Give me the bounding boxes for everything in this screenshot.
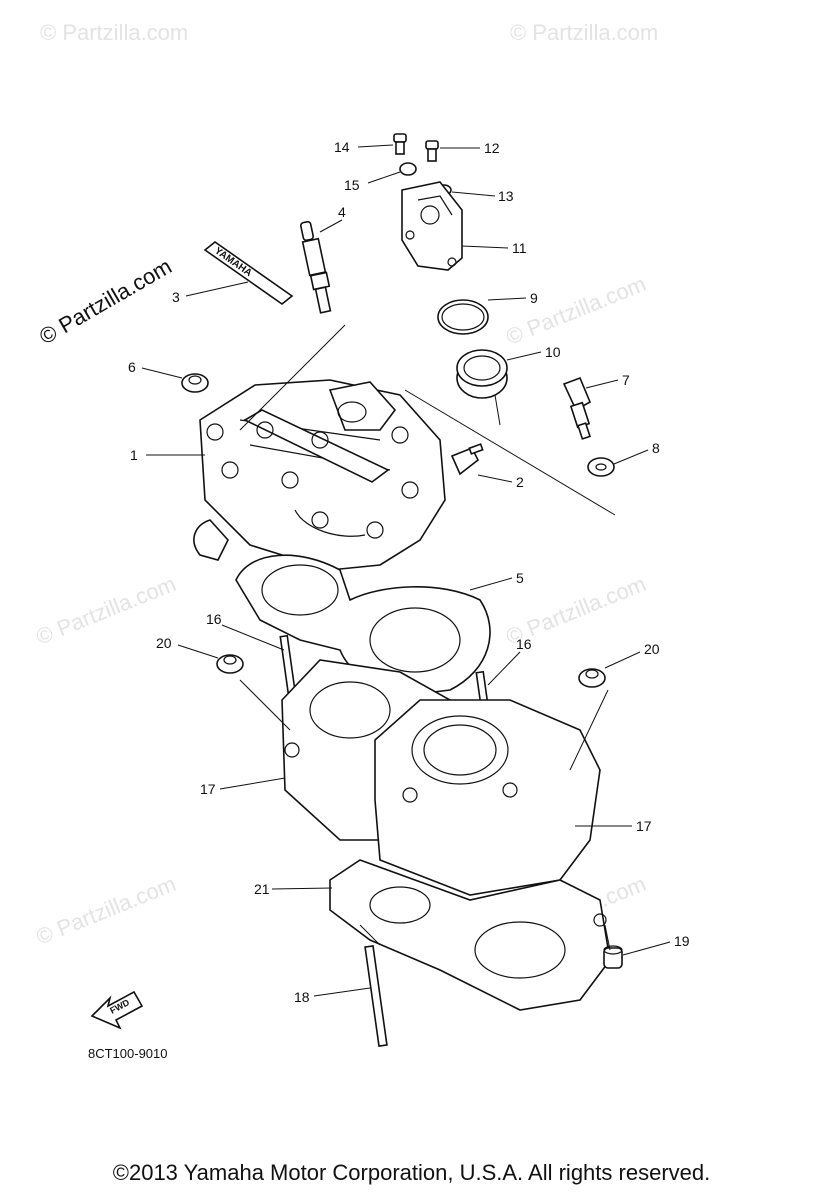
watermark: © Partzilla.com [40,20,188,45]
callout-7: 7 [622,372,630,388]
callout-10: 10 [545,344,561,360]
callout-20-right: 20 [644,641,660,657]
watermark: © Partzilla.com [510,20,658,45]
callout-17-right: 17 [636,818,652,834]
callout-2: 2 [516,474,524,490]
part-4-spark-plug [299,220,332,314]
part-21-base-gasket [329,859,611,1011]
part-7-temperature-sensor [562,376,592,440]
part-8-nut [587,457,615,477]
callout-14: 14 [334,139,350,155]
callout-3: 3 [172,289,180,305]
callout-8: 8 [652,440,660,456]
part-20-nut-left [216,654,244,674]
diagram-code: 8CT100-9010 [88,1046,168,1061]
part-14-bolt [393,133,407,155]
callout-9: 9 [530,290,538,306]
callout-15: 15 [344,177,360,193]
callout-18: 18 [294,989,310,1005]
callout-17-left: 17 [200,781,216,797]
part-20-nut-right [578,668,606,688]
callout-labels: 14 12 15 13 4 11 3 9 10 6 7 8 1 [128,139,690,1005]
callout-19: 19 [674,933,690,949]
callout-21: 21 [254,881,270,897]
fwd-arrow-icon: FWD [90,990,144,1030]
callout-20-left: 20 [156,635,172,651]
callout-4: 4 [338,204,346,220]
assembly-lines [239,324,616,951]
callout-1: 1 [130,447,138,463]
part-19-dowel [603,945,623,969]
callout-12: 12 [484,140,500,156]
watermark-primary: © Partzilla.com [35,254,176,350]
part-18-stud [364,945,388,1047]
part-12-bolt [425,140,439,162]
callout-5: 5 [516,570,524,586]
part-10-thermostat [456,349,508,399]
part-9-o-ring [437,299,489,335]
part-1-cylinder-head [193,379,446,571]
part-11-thermostat-cover [401,181,463,271]
part-15-washer [399,162,417,176]
part-2-fitting [450,443,484,476]
callout-11: 11 [512,240,527,256]
watermark: © Partzilla.com [503,271,650,350]
callout-16-left: 16 [206,611,222,627]
part-3-decal: YAMAHA [203,241,294,305]
callout-6: 6 [128,359,136,375]
callout-16-right: 16 [516,636,532,652]
part-17-cylinder-right [374,699,601,896]
decal-text: YAMAHA [212,245,254,279]
callout-13: 13 [498,188,514,204]
watermark: © Partzilla.com [33,871,180,950]
copyright-notice: ©2013 Yamaha Motor Corporation, U.S.A. A… [112,1160,711,1185]
part-6-nut [181,373,209,393]
